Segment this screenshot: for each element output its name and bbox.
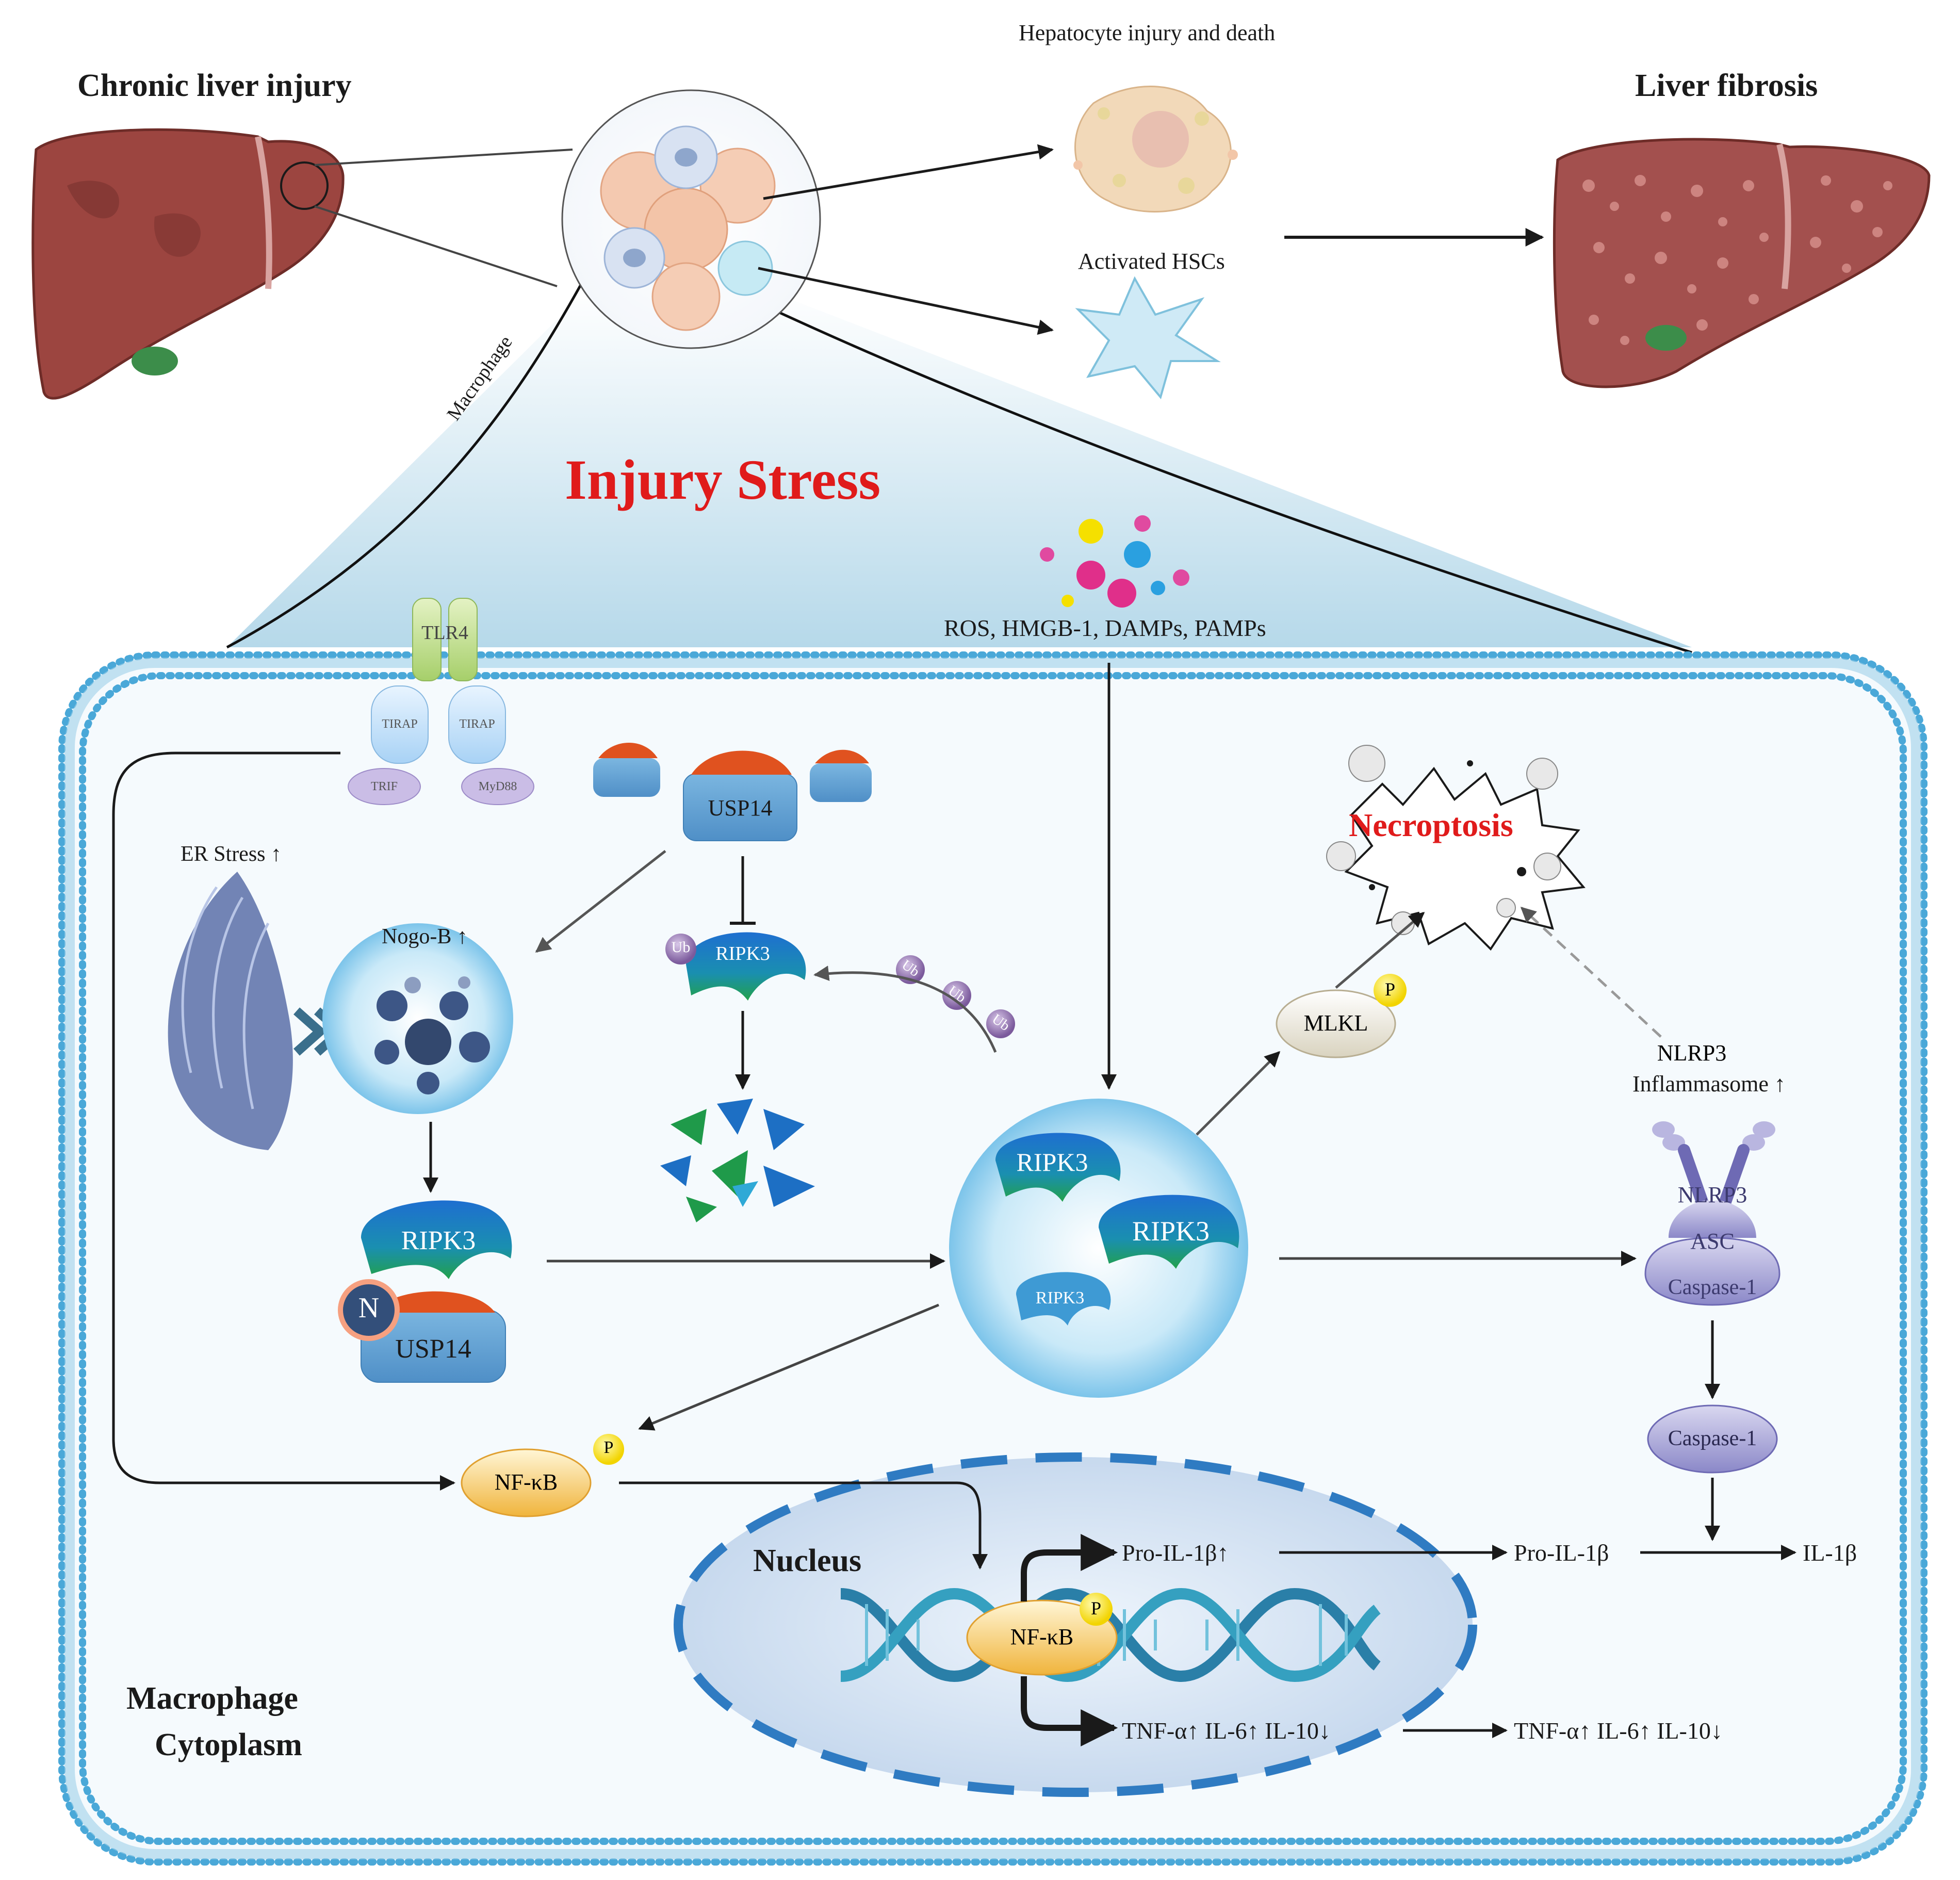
- damp-particles: [1040, 515, 1189, 608]
- ripk3-c-label: RIPK3: [1035, 1288, 1085, 1307]
- p-nucleus-label: P: [1090, 1598, 1102, 1619]
- up-arrow-icon: ↑: [265, 842, 282, 866]
- il10-text: IL-10: [1657, 1718, 1711, 1744]
- ripk3-b-label: RIPK3: [1132, 1216, 1210, 1247]
- cell-cluster-icon: [561, 89, 821, 349]
- cytokines-label: TNF-α↑ IL-6↑ IL-10↓: [1514, 1719, 1723, 1743]
- ripk3-a-label: RIPK3: [1016, 1148, 1088, 1176]
- explosion-icon: [1326, 745, 1586, 951]
- necroptosis-label: Necroptosis: [1349, 807, 1513, 843]
- il10-nucleus-text: IL-10: [1265, 1718, 1319, 1744]
- nucleus-label: Nucleus: [753, 1543, 862, 1578]
- up-arrow-icon: ↑: [1217, 1540, 1229, 1566]
- nlrp3-inflammasome: [1644, 1121, 1781, 1474]
- injury-stress-title: Injury Stress: [565, 448, 881, 511]
- il6-text: IL-6: [1596, 1718, 1639, 1744]
- ripk3-vesicle: [949, 1099, 1248, 1398]
- inflammasome-text: Inflammasome: [1632, 1071, 1769, 1097]
- nlrp3-inflammasome-label-1: NLRP3: [1657, 1040, 1727, 1066]
- usp14-top: [593, 743, 872, 841]
- tnf-text: TNF-α: [1514, 1718, 1579, 1744]
- pro-il1b-label: Pro-IL-1β: [1514, 1540, 1609, 1566]
- nfkb-label: NF-κB: [494, 1469, 558, 1495]
- up-arrow-icon: ↑: [1768, 1071, 1786, 1097]
- vesicle-icon: [322, 923, 513, 1114]
- up-arrow-icon: ↑: [451, 925, 468, 949]
- nfkb-node: [461, 1434, 624, 1517]
- mlkl-node: [1276, 974, 1407, 1058]
- er-icon: [168, 872, 345, 1150]
- chronic-liver-injury-title: Chronic liver injury: [77, 68, 352, 103]
- down-arrow-icon: ↓: [1318, 1718, 1331, 1744]
- usp14-top-label: USP14: [708, 795, 773, 821]
- n-label: N: [358, 1292, 380, 1324]
- er-stress-label: ER Stress ↑: [181, 843, 282, 865]
- nlrp3-inflammasome-label-2: Inflammasome ↑: [1632, 1073, 1786, 1096]
- trif-label: TRIF: [370, 780, 398, 793]
- ripk3-usp14-complex: [338, 1200, 512, 1383]
- tirap-right-label: TIRAP: [459, 717, 495, 731]
- ub-label: Ub: [671, 939, 691, 956]
- dead-hepatocyte-icon: [1073, 86, 1238, 212]
- p-nfkb-label: P: [603, 1438, 614, 1457]
- tlr4-label: TLR4: [421, 622, 468, 644]
- asc-label: ASC: [1690, 1229, 1735, 1254]
- liver-fibrosis-title: Liver fibrosis: [1635, 68, 1818, 103]
- hsc-icon: [1075, 276, 1221, 400]
- up-arrow-icon: ↑: [1639, 1718, 1651, 1744]
- tirap-left-label: TIRAP: [382, 717, 418, 731]
- er-stress-text: ER Stress: [181, 842, 266, 866]
- pro-il1b-nucleus-text: Pro-IL-1β: [1122, 1540, 1217, 1566]
- damps-label: ROS, HMGB-1, DAMPs, PAMPs: [944, 615, 1266, 641]
- caspase1-label: Caspase-1: [1668, 1427, 1757, 1450]
- degraded-ripk3: [660, 1099, 815, 1222]
- tnf-nucleus-text: TNF-α: [1122, 1718, 1187, 1744]
- il6-nucleus-text: IL-6: [1204, 1718, 1247, 1744]
- up-arrow-icon: ↑: [1187, 1718, 1199, 1744]
- fibrotic-liver-icon: [1553, 138, 1931, 388]
- ripk3-complex-label: RIPK3: [401, 1226, 476, 1255]
- nfkb-nucleus-label: NF-κB: [1010, 1624, 1074, 1649]
- nlrp3-label: NLRP3: [1677, 1182, 1747, 1207]
- pathway-arrows: [112, 663, 1796, 1746]
- hepatocyte-injury-label: Hepatocyte injury and death: [1019, 20, 1276, 45]
- liver-icon: [31, 128, 345, 400]
- ripk3-ub-label: RIPK3: [715, 943, 770, 964]
- myd88-label: MyD88: [478, 780, 517, 793]
- pro-il1b-nucleus-label: Pro-IL-1β↑: [1122, 1541, 1229, 1565]
- il1b-label: IL-1β: [1803, 1540, 1857, 1566]
- ripk3-ub: [665, 932, 1015, 1038]
- nogo-b-label: Nogo-B ↑: [382, 926, 468, 947]
- dna-icon: [840, 1588, 1381, 1682]
- p-mlkl-label: P: [1384, 979, 1396, 1000]
- macrophage-cytoplasm-label-1: Macrophage: [126, 1681, 298, 1716]
- down-arrow-icon: ↓: [1710, 1718, 1723, 1744]
- usp14-complex-label: USP14: [395, 1334, 471, 1364]
- cytokines-nucleus-label: TNF-α↑ IL-6↑ IL-10↓: [1122, 1719, 1331, 1743]
- tlr4-receptor: [348, 598, 534, 805]
- up-arrow-icon: ↑: [1247, 1718, 1259, 1744]
- caspase1-complex-label: Caspase-1: [1668, 1276, 1757, 1299]
- activated-hscs-label: Activated HSCs: [1078, 249, 1225, 274]
- mlkl-label: MLKL: [1303, 1010, 1368, 1036]
- macrophage-cytoplasm-label-2: Cytoplasm: [155, 1727, 302, 1762]
- nogo-b-text: Nogo-B: [382, 925, 452, 949]
- up-arrow-icon: ↑: [1579, 1718, 1591, 1744]
